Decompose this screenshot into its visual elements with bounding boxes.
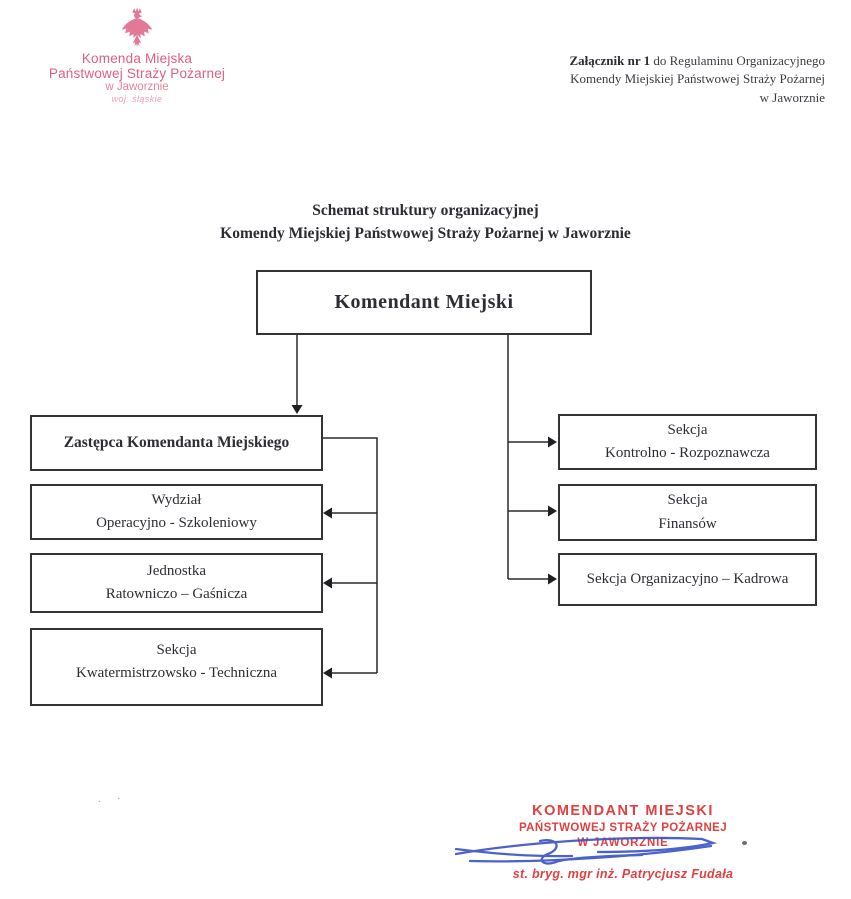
logo-line3: w Jaworznie [105,81,169,94]
stamp-signatory-name: st. bryg. mgr inż. Patrycjusz Fudała [512,867,734,882]
scan-specks: . · [98,794,128,805]
node-jednostka-ratowniczo-gasnicza: Jednostka Ratowniczo – Gaśnicza [30,553,323,613]
node-sekcja-kontrolno-rozpoznawcza: Sekcja Kontrolno - Rozpoznawcza [558,414,817,470]
stamp-line1: KOMENDANT MIEJSKI [532,803,714,819]
stamp-line2: PAŃSTWOWEJ STRAŻY POŻARNEJ [518,821,728,834]
node-komendant-miejski: Komendant Miejski [256,270,592,335]
approval-stamp: KOMENDANT MIEJSKI PAŃSTWOWEJ STRAŻY POŻA… [448,803,798,881]
node-sekcja-organizacyjno-kadrowa: Sekcja Organizacyjno – Kadrowa [558,553,817,606]
attachment-line1-rest: do Regulaminu Organizacyjnego [650,53,825,68]
node-zastepca-komendanta-miejskiego: Zastępca Komendanta Miejskiego [30,415,323,471]
signature-scribble [454,836,718,865]
node-sekcja-finansow: Sekcja Finansów [558,484,817,541]
logo-line2: Państwowej Straży Pożarnej [48,66,226,82]
attachment-number: Załącznik nr 1 [569,53,651,68]
eagle-icon [121,7,153,48]
attachment-line2: Komendy Miejskiej Państwowej Straży Poża… [570,71,825,87]
attachment-line1: Załącznik nr 1 do Regulaminu Organizacyj… [569,52,825,70]
signature-dot [742,841,747,845]
logo-line4: woj. śląskie [111,94,163,105]
node-sekcja-kwatermistrzowsko-techniczna: Sekcja Kwatermistrzowsko - Techniczna [30,628,323,706]
node-wydzial-operacyjno-szkoleniowy: Wydział Operacyjno - Szkoleniowy [30,484,323,540]
attachment-note: Załącznik nr 1 do Regulaminu Organizacyj… [569,52,825,107]
logo-line1: Komenda Miejska [81,51,193,66]
attachment-line3: w Jaworznie [759,89,825,105]
diagram-title: Schemat struktury organizacyjnej Komendy… [220,202,631,243]
logo-stamp: Komenda Miejska Państwowej Straży Pożarn… [38,6,236,104]
